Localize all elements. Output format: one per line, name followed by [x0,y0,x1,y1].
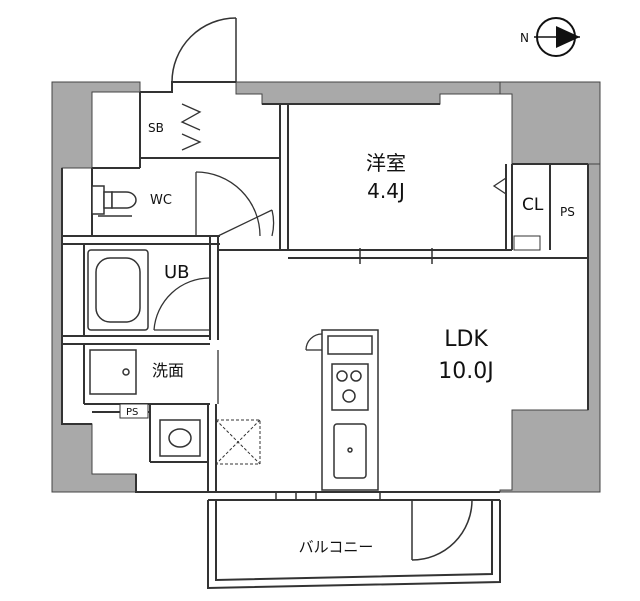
sliding-door-icon [359,248,433,264]
balcony [207,499,501,590]
compass-icon [534,17,580,57]
cl-shelf [513,235,541,251]
toilet-icon [91,185,137,217]
closet-door-icon [492,177,507,195]
balcony-door-icon [411,499,473,561]
entrance-door-icon [171,17,237,83]
washroom-label: 洗面 [152,361,184,380]
storage-icon [215,419,261,465]
shoe-box-label: SB [148,121,164,135]
pipe-space-right-label: PS [560,205,575,219]
bath-door-icon [153,277,211,331]
unit-bath-label: UB [164,262,190,283]
pipe-space-left-box [119,403,149,419]
ldk-size: 10.0J [438,359,493,384]
balcony-label: バルコニー [299,538,374,556]
balcony-window-icon [275,492,381,500]
top-wall-block [235,81,501,105]
closet-label: CL [522,195,544,215]
pipe-space-left-label: PS [126,407,138,418]
toilet-door-icon [195,171,275,237]
wash-basin-icon [89,349,137,395]
western-room-label: 洋室 [366,151,406,175]
toilet-label: WC [150,193,172,208]
shoe-box-door-icon [180,103,202,151]
north-label: N [520,31,529,45]
top-right-column [499,81,601,165]
washer-icon [159,419,201,457]
ldk-label: LDK [444,327,488,352]
western-room-size: 4.4J [367,179,405,203]
outer-walls [61,81,589,493]
structural-walls [51,81,601,493]
kitchen-counter-icon [321,329,379,491]
bathtub-icon [87,249,149,331]
interior-walls [62,92,588,492]
kitchen-door-icon [305,333,323,351]
